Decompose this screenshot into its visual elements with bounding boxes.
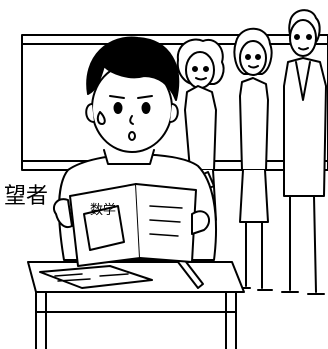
book-cover-title: 数学 [90, 202, 116, 218]
teacher-woman-middle [233, 27, 273, 291]
teacher-man-right [281, 9, 327, 295]
blackboard [21, 34, 328, 171]
notebook [39, 265, 153, 289]
math-book [69, 183, 197, 267]
partial-caption-text: 望者 [4, 184, 49, 209]
student-hands [52, 198, 211, 235]
